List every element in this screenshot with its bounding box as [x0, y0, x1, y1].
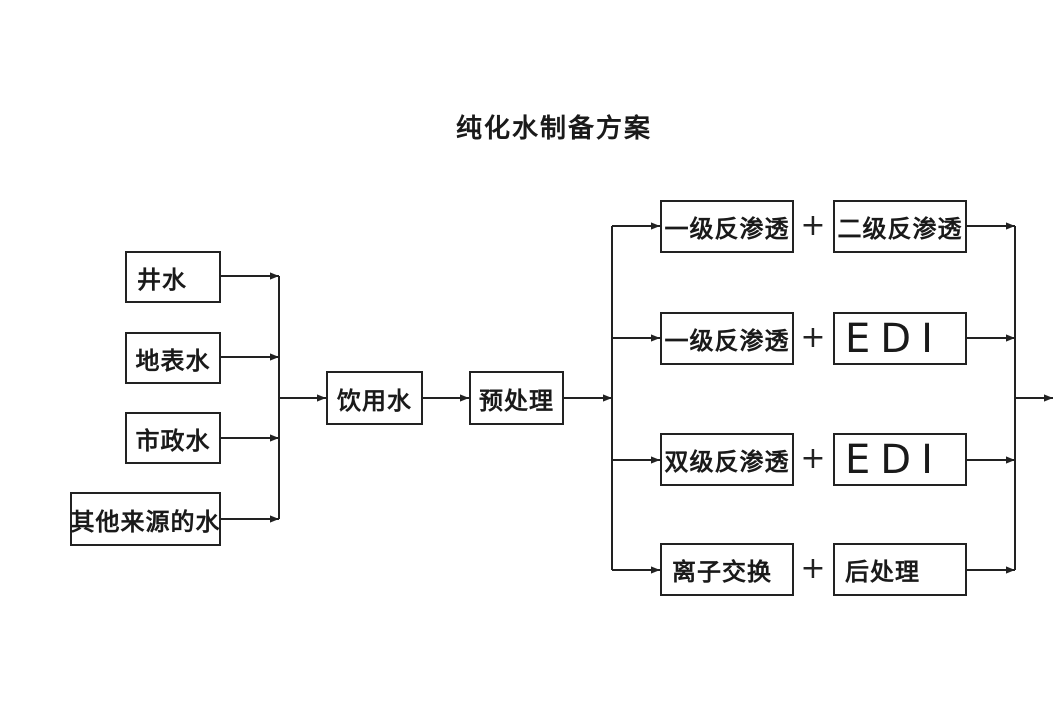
drinking-water-box: 饮用水: [326, 371, 423, 425]
route-1-second-stage: 二级反渗透: [833, 200, 967, 253]
plus-sign: +: [800, 551, 826, 586]
source-municipal-water: 市政水: [125, 412, 221, 464]
plus-sign: +: [800, 208, 826, 243]
pretreatment-box: 预处理: [469, 371, 564, 425]
route-1-first-stage: 一级反渗透: [660, 200, 794, 253]
diagram-title: 纯化水制备方案: [455, 114, 652, 144]
route-3-first-stage: 双级反渗透: [660, 433, 794, 486]
route-2-first-stage: 一级反渗透: [660, 312, 794, 365]
plus-sign: +: [800, 441, 826, 476]
route-4-second-stage: 后处理: [833, 543, 967, 596]
route-2-second-stage: EDI: [833, 312, 967, 365]
plus-sign: +: [800, 320, 826, 355]
source-other-water: 其他来源的水: [70, 492, 221, 546]
source-surface-water: 地表水: [125, 332, 221, 384]
source-well-water: 井水: [125, 251, 221, 303]
route-3-second-stage: EDI: [833, 433, 967, 486]
route-4-first-stage: 离子交换: [660, 543, 794, 596]
